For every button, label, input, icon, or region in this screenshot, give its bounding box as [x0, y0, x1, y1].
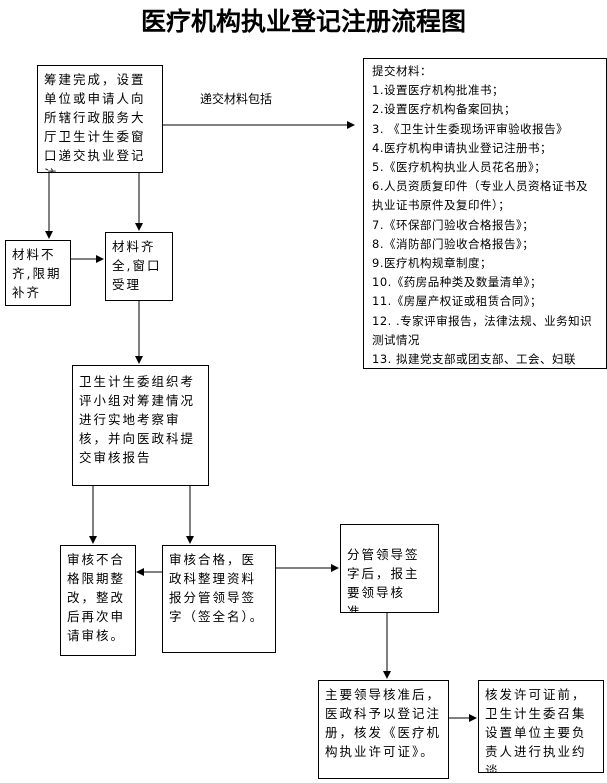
box-complete: 材料齐全,窗口受理 [105, 232, 173, 301]
materials-item: 10.《药房品种类及数量清单》； [372, 275, 543, 290]
materials-item: 6.人员资质复印件（专业人员资格证书及执业证书原件及复印件）； [372, 179, 588, 213]
box-pass: 审核合格，医政科整理资料报分管领导签字（签全名）。 [162, 545, 276, 653]
materials-item: 2.设置医疗机构备案回执； [372, 102, 516, 117]
materials-item: 5.《医疗机构执业人员花名册》； [372, 160, 547, 175]
materials-item: 8.《消防部门验收合格报告》； [372, 236, 535, 251]
box-materials: 提交材料： 1.设置医疗机构批准书； 2.设置医疗机构备案回执； 3. 《卫生计… [363, 58, 607, 369]
box-deputy: 分管领导签字后，报主要领导核准。 [340, 524, 439, 613]
edge-label: 递交材料包括 [200, 92, 273, 106]
materials-item: 4.医疗机构申请执业登记注册书； [372, 140, 552, 155]
materials-item: 13. 拟建党支部或团支部、工会、妇联 [372, 352, 576, 367]
materials-item: 3. 《卫生计生委现场评审验收报告》 [372, 121, 569, 136]
materials-item: 11.《房屋产权证或租赁合同》； [372, 294, 543, 309]
box-fail: 审核不合格限期整改，整改后再次申请审核。 [60, 545, 136, 656]
box-incomplete: 材料不齐,限期补齐 [5, 240, 71, 306]
box-submit: 筹建完成，设置单位或申请人向所辖行政服务大厅卫生计生委窗口递交执业登记注 [37, 65, 163, 173]
materials-item: 9.医疗机构规章制度； [372, 256, 492, 271]
box-chief: 主要领导核准后，医政科予以登记注册，核发《医疗机构执业许可证》。 [318, 680, 449, 779]
materials-item: 12. .专家评审报告，法律法规、业务知识测试情况 [372, 313, 593, 347]
box-issue: 核发许可证前，卫生计生委召集设置单位主要负责人进行执业约谈 [478, 680, 604, 773]
materials-item: 1.设置医疗机构批准书； [372, 83, 504, 98]
box-inspect: 卫生计生委组织考评小组对筹建情况进行实地考察审核，并向医政科提交审核报告 [72, 365, 209, 486]
materials-item: 7.《环保部门验收合格报告》； [372, 217, 535, 232]
materials-heading: 提交材料： [372, 64, 432, 78]
page-title: 医疗机构执业登记注册流程图 [140, 7, 466, 36]
